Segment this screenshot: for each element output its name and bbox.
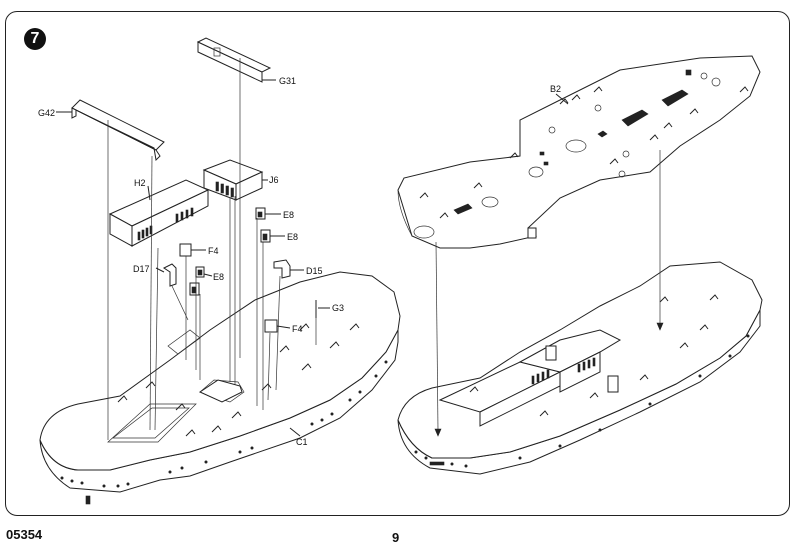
label-b2: B2 bbox=[550, 84, 561, 94]
label-g42: G42 bbox=[38, 108, 55, 118]
label-h2: H2 bbox=[134, 178, 146, 188]
part-j6 bbox=[202, 159, 264, 201]
label-g31: G31 bbox=[279, 76, 296, 86]
left-leader-lines bbox=[56, 79, 330, 437]
part-d17 bbox=[163, 263, 177, 287]
part-g31 bbox=[196, 37, 272, 83]
label-e8-mid: E8 bbox=[287, 232, 298, 242]
page-number: 9 bbox=[392, 530, 400, 545]
label-f4-bottom: F4 bbox=[292, 324, 303, 334]
page-frame bbox=[5, 11, 790, 516]
kit-code: 05354 bbox=[6, 527, 43, 542]
left-guide-lines bbox=[107, 58, 317, 440]
part-f4-top bbox=[179, 243, 192, 257]
label-f4-top: F4 bbox=[208, 246, 219, 256]
part-e8-mid bbox=[260, 229, 271, 243]
label-d15: D15 bbox=[306, 266, 323, 276]
label-e8-top: E8 bbox=[283, 210, 294, 220]
label-j6: J6 bbox=[269, 175, 279, 185]
label-d17: D17 bbox=[133, 264, 150, 274]
left-deck-hull bbox=[39, 271, 401, 505]
right-arrowheads bbox=[434, 322, 664, 437]
step-number: 7 bbox=[30, 30, 40, 47]
label-c1: C1 bbox=[296, 437, 308, 447]
step-number-badge: 7 bbox=[24, 28, 46, 50]
part-h2 bbox=[108, 179, 210, 247]
part-g42 bbox=[71, 99, 165, 162]
part-e8-top bbox=[255, 207, 266, 220]
label-g3: G3 bbox=[332, 303, 344, 313]
part-d15 bbox=[273, 259, 291, 279]
label-e8-left: E8 bbox=[213, 272, 224, 282]
right-guide-lines bbox=[435, 150, 661, 431]
part-e8-left bbox=[189, 266, 205, 296]
part-b2-deck bbox=[397, 55, 761, 249]
right-deck-hull bbox=[397, 261, 763, 475]
part-f4-bottom bbox=[264, 319, 278, 333]
